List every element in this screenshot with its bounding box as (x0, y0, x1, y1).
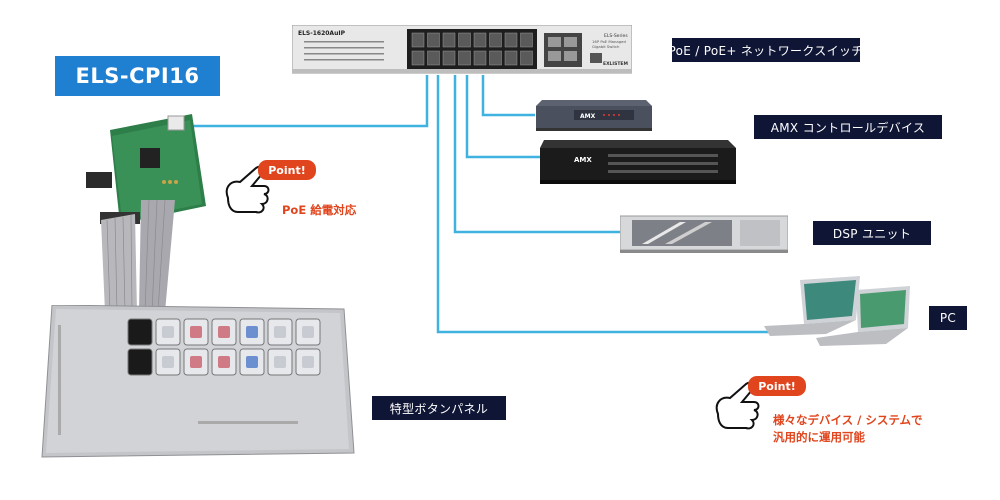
panel-button-cap (218, 356, 230, 368)
panel-button-cap (162, 326, 174, 338)
amx-large-brand: AMX (574, 156, 592, 164)
circuit-board-image (86, 114, 206, 224)
amx-small-device-image: AMX (536, 100, 652, 131)
amx-small-brand: AMX (580, 113, 596, 120)
switch-port (411, 32, 425, 48)
product-title: ELS-CPI16 (55, 56, 220, 96)
point-badge-1: Point! (268, 164, 306, 177)
switch-port (442, 32, 456, 48)
panel-button-cap (302, 356, 314, 368)
line-to-amx-large (465, 75, 540, 159)
panel-button-cap (218, 326, 230, 338)
label-dsp: DSP ユニット (813, 221, 931, 245)
switch-port (504, 32, 518, 48)
point-poe-text: PoE 給電対応 (282, 203, 357, 217)
label-pc: PC (929, 306, 967, 330)
panel-button-cap (274, 326, 286, 338)
switch-port (427, 50, 440, 66)
point-hand-icon-2: Point! (715, 376, 806, 430)
line-to-dsp (453, 75, 625, 234)
panel-button-cap (134, 356, 146, 368)
panel-button-cap (274, 356, 286, 368)
dsp-unit-image (620, 215, 788, 253)
panel-button-cap (302, 326, 314, 338)
network-switch-image: ELS-1620AuIP ELS-Series 16P PoE Managed … (292, 25, 632, 74)
switch-port (504, 50, 518, 66)
amx-large-device-image: AMX (540, 140, 736, 184)
line-to-amx-small (481, 75, 535, 117)
laptops-image (764, 276, 910, 346)
switch-desc1: 16P PoE Managed (592, 39, 626, 44)
point-multi-line1: 様々なデバイス / システムで (773, 413, 923, 427)
point-badge-2: Point! (758, 380, 796, 393)
ribbon-cables-image (101, 200, 175, 313)
point-multi-text: 様々なデバイス / システムで 汎用的に運用可能 (773, 412, 923, 446)
switch-port (473, 50, 487, 66)
label-panel: 特型ボタンパネル (372, 396, 506, 420)
switch-port (520, 50, 533, 66)
label-switch: PoE / PoE+ ネットワークスイッチ (669, 38, 863, 62)
switch-model: ELS-1620AuIP (298, 30, 346, 37)
button-panel-image (41, 305, 355, 458)
switch-port (489, 50, 502, 66)
line-to-pc (436, 75, 775, 334)
switch-port (458, 50, 471, 66)
line-to-cpi (185, 75, 429, 128)
panel-button-cap (162, 356, 174, 368)
panel-button-cap (190, 326, 202, 338)
switch-port (442, 50, 456, 66)
switch-port (427, 32, 440, 48)
switch-port (473, 32, 487, 48)
switch-port (458, 32, 471, 48)
switch-series: ELS-Series (604, 33, 628, 39)
switch-desc2: Gigabit Switch (592, 44, 620, 49)
panel-button-cap (246, 356, 258, 368)
panel-button-cap (190, 356, 202, 368)
switch-port (411, 50, 425, 66)
switch-brand: EXLISTEM (603, 61, 628, 67)
panel-button-cap (134, 326, 146, 338)
point-multi-line2: 汎用的に運用可能 (773, 430, 865, 444)
switch-port (520, 32, 533, 48)
panel-button-cap (246, 326, 258, 338)
switch-port (489, 32, 502, 48)
point-hand-icon: Point! (225, 160, 316, 214)
label-amx: AMX コントロールデバイス (754, 115, 942, 139)
